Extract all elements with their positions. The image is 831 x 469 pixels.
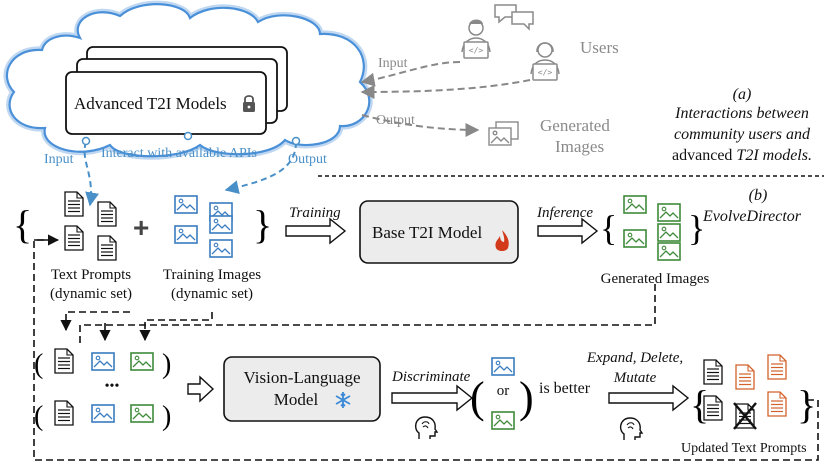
- api-interact-label: Interact with available APIs: [101, 146, 257, 161]
- training-images-sublabel: (dynamic set): [170, 286, 254, 302]
- section-a-line3: advanced T2I models.: [672, 147, 812, 164]
- generated-label-1: Generated: [540, 116, 610, 135]
- edit-label-2: Mutate: [613, 370, 657, 386]
- section-a-line2: community users and: [674, 126, 810, 143]
- chat-bubbles-icon: [494, 4, 534, 31]
- plus-sign: +: [133, 212, 150, 243]
- mutate-arrow: [608, 384, 690, 412]
- svg-text:): ): [162, 349, 171, 380]
- training-label: Training: [289, 205, 341, 221]
- vlm-label-1: Vision-Language: [243, 368, 361, 387]
- api-arrows: [83, 141, 297, 207]
- updated-prompts-label: Updated Text Prompts: [681, 441, 807, 456]
- svg-text:(: (: [34, 349, 43, 380]
- generated-images-label: Generated Images: [600, 271, 710, 287]
- edit-label-1: Expand, Delete,: [586, 350, 684, 366]
- discriminate-label: Discriminate: [392, 369, 471, 385]
- inference-label: Inference: [537, 205, 594, 221]
- section-b-tag: (b): [748, 187, 768, 204]
- is-better-label: is better: [539, 380, 591, 397]
- training-images-label: Training Images: [162, 267, 262, 283]
- thinking-head-icon-1: [414, 416, 438, 440]
- choice-left-brace: (: [470, 373, 485, 422]
- users-label: Users: [580, 38, 619, 57]
- text-prompts-label: Text Prompts: [50, 267, 132, 283]
- training-arrow: [285, 217, 347, 245]
- svg-text:(: (: [34, 401, 43, 432]
- training-image-tiles: [174, 195, 233, 258]
- svg-text:</>: </>: [469, 46, 484, 55]
- generated-image-tiles: [623, 195, 681, 261]
- api-input-label: Input: [44, 152, 74, 167]
- user-icon-2: </>: [530, 42, 560, 81]
- updated-right-brace: }: [797, 382, 816, 427]
- choice-image-green: [491, 411, 515, 430]
- right-brace: }: [253, 202, 272, 247]
- gen-right-brace: }: [688, 208, 705, 248]
- base-model-box: [359, 200, 519, 264]
- model-card-stack: [65, 46, 288, 135]
- user-input-arrows: [360, 61, 531, 137]
- pair-rows: ( ) ( ): [34, 348, 171, 432]
- text-prompts-sublabel: (dynamic set): [49, 286, 133, 302]
- choice-image-blue: [491, 357, 515, 376]
- thinking-head-icon-2: [619, 417, 643, 441]
- svg-text:</>: </>: [538, 68, 553, 77]
- user-output-label: Output: [376, 113, 415, 128]
- left-brace: {: [13, 202, 32, 247]
- discriminate-arrow: [391, 384, 474, 412]
- section-b-name: EvolveDirector: [703, 208, 802, 225]
- choice-right-brace: ): [519, 373, 534, 422]
- gen-left-brace: {: [600, 208, 617, 248]
- flame-icon: [495, 230, 509, 251]
- snowflake-icon: [335, 392, 351, 408]
- user-input-label: Input: [378, 56, 408, 71]
- section-a-line1: Interactions between: [675, 105, 809, 122]
- section-a-tag: (a): [732, 86, 752, 103]
- svg-text:): ): [162, 401, 171, 432]
- api-output-label: Output: [288, 152, 327, 167]
- vlm-label-2: Model: [273, 390, 319, 409]
- ellipsis: •••: [104, 379, 120, 394]
- generated-label-2: Images: [555, 137, 605, 156]
- generated-images-icon: [488, 121, 519, 146]
- vlm-input-arrow: [187, 375, 215, 403]
- model-label: Advanced T2I Models: [74, 94, 227, 113]
- user-icon-1: </>: [461, 19, 491, 59]
- or-label: or: [496, 383, 510, 399]
- base-model-label: Base T2I Model: [372, 223, 483, 242]
- inference-arrow: [537, 217, 599, 245]
- vlm-box: [223, 356, 381, 422]
- delete-mark-icon: [733, 402, 757, 430]
- lock-icon: [243, 95, 255, 112]
